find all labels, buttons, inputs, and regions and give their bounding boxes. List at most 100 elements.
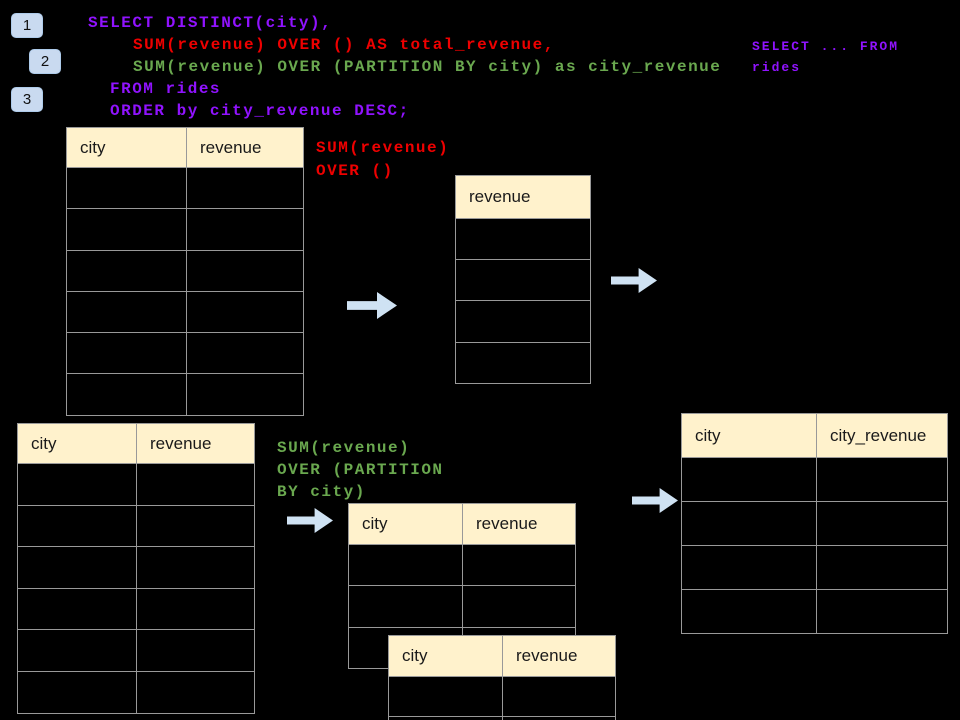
table-row — [67, 250, 304, 292]
table-cell — [67, 209, 187, 251]
column-header-revenue: revenue — [463, 504, 576, 545]
table-cell — [682, 546, 817, 590]
table-cell — [456, 219, 591, 261]
table-cell — [18, 505, 137, 548]
table-source-rides-2: city revenue — [17, 423, 255, 714]
table-row — [682, 458, 948, 502]
table-cell — [463, 586, 576, 628]
table-cell — [67, 374, 187, 416]
table-cell — [503, 717, 616, 720]
table-cell — [682, 502, 817, 546]
table-cell — [349, 586, 463, 628]
column-header-revenue: revenue — [456, 176, 591, 219]
annotation-partition-line1: SUM(revenue) — [277, 439, 411, 457]
table-partition-step-overlay: city revenue — [388, 635, 616, 720]
table-body — [682, 458, 948, 634]
table-cell — [67, 291, 187, 334]
annotation-partition-line2: OVER (PARTITION — [277, 461, 444, 479]
sql-line-from: FROM rides — [110, 80, 222, 98]
step-badge-2: 2 — [29, 49, 61, 74]
flow-arrow-total-result — [611, 268, 657, 293]
table-row — [389, 677, 616, 717]
table-city-revenue-result: city city_revenue — [681, 413, 948, 634]
table-row — [18, 630, 255, 672]
table-row — [67, 333, 304, 375]
table-header-row: revenue — [456, 176, 591, 219]
table-row — [389, 717, 616, 720]
table-cell — [18, 547, 137, 589]
table-cell — [503, 677, 616, 717]
table-cell — [18, 671, 137, 714]
table-row — [18, 464, 255, 506]
sql-line-order-by: ORDER by city_revenue DESC; — [110, 102, 410, 120]
column-header-city: city — [389, 636, 503, 677]
table-cell — [456, 301, 591, 343]
table-row — [456, 342, 591, 384]
table-row — [18, 547, 255, 589]
table-cell — [817, 502, 948, 546]
table-cell — [456, 260, 591, 302]
table-body — [67, 168, 304, 416]
column-header-city: city — [18, 424, 137, 464]
table-cell — [187, 291, 304, 334]
table-cell — [18, 630, 137, 672]
table-row — [67, 374, 304, 416]
column-header-city: city — [67, 128, 187, 168]
table-cell — [187, 209, 304, 251]
table-cell — [682, 458, 817, 502]
table-header-row: city revenue — [349, 504, 576, 545]
table-cell — [817, 546, 948, 590]
column-header-city-revenue: city_revenue — [817, 414, 948, 458]
table-cell — [67, 333, 187, 375]
table-cell — [389, 677, 503, 717]
sql-line-partition: SUM(revenue) OVER (PARTITION BY city) as… — [133, 58, 722, 76]
table-body — [389, 677, 616, 720]
table-row — [682, 546, 948, 590]
step-badge-1: 1 — [11, 13, 43, 38]
table-row — [456, 219, 591, 261]
table-cell — [349, 545, 463, 587]
table-source-rides: city revenue — [66, 127, 304, 416]
table-cell — [137, 671, 255, 714]
side-code-select-from: SELECT ... FROM — [752, 39, 900, 54]
step-badge-3: 3 — [11, 87, 43, 112]
table-header-row: city revenue — [389, 636, 616, 677]
table-row — [456, 260, 591, 302]
table-row — [18, 671, 255, 714]
table-row — [67, 291, 304, 334]
table-cell — [67, 250, 187, 292]
table-header-row: city city_revenue — [682, 414, 948, 458]
sql-line-total-revenue: SUM(revenue) OVER () AS total_revenue, — [133, 36, 555, 54]
table-cell — [682, 590, 817, 634]
table-row — [18, 588, 255, 631]
table-cell — [817, 590, 948, 634]
table-cell — [187, 374, 304, 416]
table-cell — [137, 588, 255, 631]
table-cell — [187, 168, 304, 210]
table-row — [456, 301, 591, 343]
table-cell — [456, 342, 591, 384]
table-row — [67, 168, 304, 210]
flow-arrow-partition-result — [632, 488, 678, 513]
table-cell — [463, 545, 576, 587]
table-row — [349, 586, 576, 628]
table-total-revenue-result: revenue — [455, 175, 591, 384]
column-header-revenue: revenue — [187, 128, 304, 168]
annotation-total-revenue-line2: OVER () — [316, 162, 394, 180]
flow-arrow-total-revenue — [347, 292, 397, 319]
table-cell — [187, 333, 304, 375]
column-header-city: city — [349, 504, 463, 545]
table-header-row: city revenue — [18, 424, 255, 464]
table-cell — [817, 458, 948, 502]
table-body — [18, 464, 255, 714]
table-cell — [137, 505, 255, 548]
table-header-row: city revenue — [67, 128, 304, 168]
sql-line-select-distinct: SELECT DISTINCT(city), — [88, 14, 333, 32]
table-body — [456, 219, 591, 384]
column-header-revenue: revenue — [137, 424, 255, 464]
table-row — [349, 545, 576, 587]
table-cell — [389, 717, 503, 720]
table-row — [682, 590, 948, 634]
table-cell — [18, 588, 137, 631]
